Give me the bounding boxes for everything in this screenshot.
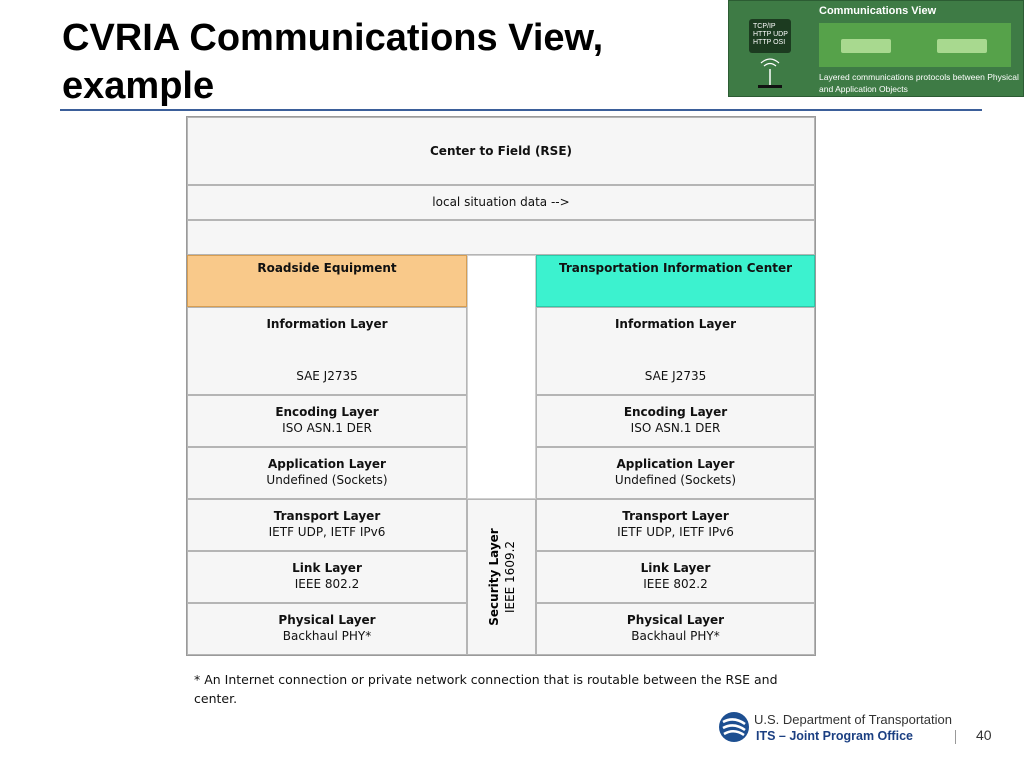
layer-name: Transport Layer [622,509,729,523]
department-name: U.S. Department of Transportation [754,712,952,727]
layer-name: Physical Layer [278,613,376,627]
right-layer-physical: Physical Layer Backhaul PHY* [536,603,815,655]
protocol-icon-text: TCP/IP HTTP UDP HTTP OSI [753,23,788,46]
security-layer-text: Security Layer IEEE 1609.2 [486,528,518,625]
physical-object-block [937,39,987,53]
communications-view-badge: TCP/IP HTTP UDP HTTP OSI Communications … [728,0,1024,97]
office-name: ITS – Joint Program Office [756,729,913,743]
left-layer-physical: Physical Layer Backhaul PHY* [187,603,467,655]
right-layer-application: Application Layer Undefined (Sockets) [536,447,815,499]
layer-name: Encoding Layer [623,405,728,419]
layer-value: Undefined (Sockets) [266,473,388,487]
usdot-logo [719,712,749,742]
protocol-stack-icon: TCP/IP HTTP UDP HTTP OSI [749,19,791,53]
layer-value: SAE J2735 [296,369,358,383]
page-number: 40 [976,727,992,743]
layer-value: Backhaul PHY* [631,629,720,643]
physical-object-block [841,39,891,53]
layer-value: Undefined (Sockets) [614,473,737,487]
left-layer-link: Link Layer IEEE 802.2 [187,551,467,603]
layer-name: Application Layer [268,457,386,471]
layer-name: Physical Layer [626,613,725,627]
right-layer-transport: Transport Layer IETF UDP, IETF IPv6 [536,499,815,551]
badge-illustration [819,23,1011,67]
left-layer-encoding: Encoding Layer ISO ASN.1 DER [187,395,467,447]
layer-name: Link Layer [640,561,711,575]
slide-title: CVRIA Communications View, example [62,14,702,110]
flow-label: local situation data --> [187,185,815,220]
layer-name: Information Layer [614,317,737,331]
flow-title: Center to Field (RSE) [187,117,815,185]
layer-value: IETF UDP, IETF IPv6 [268,525,386,539]
layer-value: Backhaul PHY* [282,629,372,643]
layer-value: IEEE 802.2 [643,577,708,591]
title-divider [60,109,982,111]
layer-name: Encoding Layer [275,405,379,419]
layer-value: SAE J2735 [644,369,707,383]
slide-title-line-2: example [62,65,215,107]
layer-name: Link Layer [292,561,362,575]
left-layer-information: Information Layer SAE J2735 [187,307,467,395]
center-gap [467,255,536,499]
antenna-icon [758,58,782,88]
blank-row [187,220,815,255]
layer-value: ISO ASN.1 DER [630,421,721,435]
security-layer-value: IEEE 1609.2 [502,540,517,614]
security-layer: Security Layer IEEE 1609.2 [467,499,536,655]
communications-diagram: Center to Field (RSE) local situation da… [186,116,816,656]
layer-value: IEEE 802.2 [294,577,360,591]
layer-name: Application Layer [616,457,735,471]
transportation-information-center-header: Transportation Information Center [536,255,815,307]
left-layer-transport: Transport Layer IETF UDP, IETF IPv6 [187,499,467,551]
left-layer-application: Application Layer Undefined (Sockets) [187,447,467,499]
layer-name: Transport Layer [273,509,381,523]
layer-value: ISO ASN.1 DER [282,421,372,435]
roadside-equipment-header: Roadside Equipment [187,255,467,307]
right-layer-link: Link Layer IEEE 802.2 [536,551,815,603]
footnote: * An Internet connection or private netw… [194,672,778,706]
security-layer-name: Security Layer [486,528,501,626]
right-layer-information: Information Layer SAE J2735 [536,307,815,395]
footer-separator [955,730,956,744]
layer-name: Information Layer [266,317,388,331]
layer-value: IETF UDP, IETF IPv6 [617,525,734,539]
badge-description: Layered communications protocols between… [819,72,1019,94]
badge-title: Communications View [819,5,937,17]
slide-title-line-1: CVRIA Communications View, [62,17,604,59]
usdot-swoosh-icon [722,718,746,737]
right-layer-encoding: Encoding Layer ISO ASN.1 DER [536,395,815,447]
